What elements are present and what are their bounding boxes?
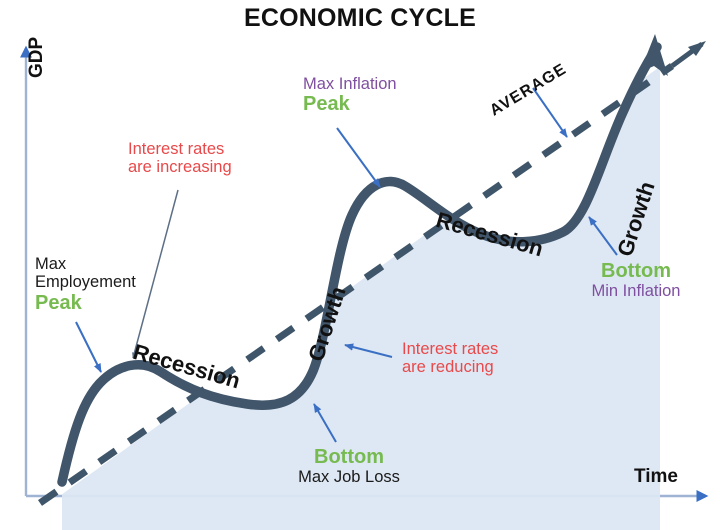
x-axis-label: Time — [634, 466, 679, 487]
annotation-interest-reducing: Interest rates are reducing — [402, 340, 498, 377]
annotation-interest-increasing: Interest rates are increasing — [128, 140, 232, 177]
annotation-peak-left: Max Employement Peak — [35, 255, 136, 314]
annotation-interest-reducing-line1: Interest rates — [402, 340, 499, 358]
annotation-bottom-middle-line1: Bottom — [314, 446, 384, 468]
annotation-interest-reducing-line2: are reducing — [402, 358, 494, 377]
annotation-peak-left-line3: Peak — [35, 291, 82, 314]
annotation-peak-middle-line1: Max Inflation — [303, 75, 397, 93]
annotation-bottom-middle-line2: Max Job Loss — [298, 468, 400, 487]
annotation-arrows — [75, 87, 618, 443]
annotation-peak-left-line1: Max — [35, 255, 67, 273]
annotation-bottom-right-line1: Bottom — [601, 260, 671, 282]
annotation-peak-middle: Max Inflation Peak — [303, 75, 397, 116]
annotation-interest-increasing-line2: are increasing — [128, 158, 232, 177]
annotation-peak-left-line2: Employement — [35, 273, 136, 292]
annotation-bottom-right-line2: Min Inflation — [591, 282, 681, 301]
annotation-bottom-middle: Bottom Max Job Loss — [264, 446, 434, 487]
annotation-bottom-right: Bottom Min Inflation — [556, 260, 716, 301]
page-title: ECONOMIC CYCLE — [244, 4, 476, 32]
gdp-cycle-curve — [57, 34, 668, 487]
y-axis-label: GDP — [26, 36, 47, 78]
annotation-peak-middle-line2: Peak — [303, 93, 350, 116]
annotation-interest-increasing-line1: Interest rates — [128, 140, 225, 158]
average-trend-line — [38, 41, 706, 506]
